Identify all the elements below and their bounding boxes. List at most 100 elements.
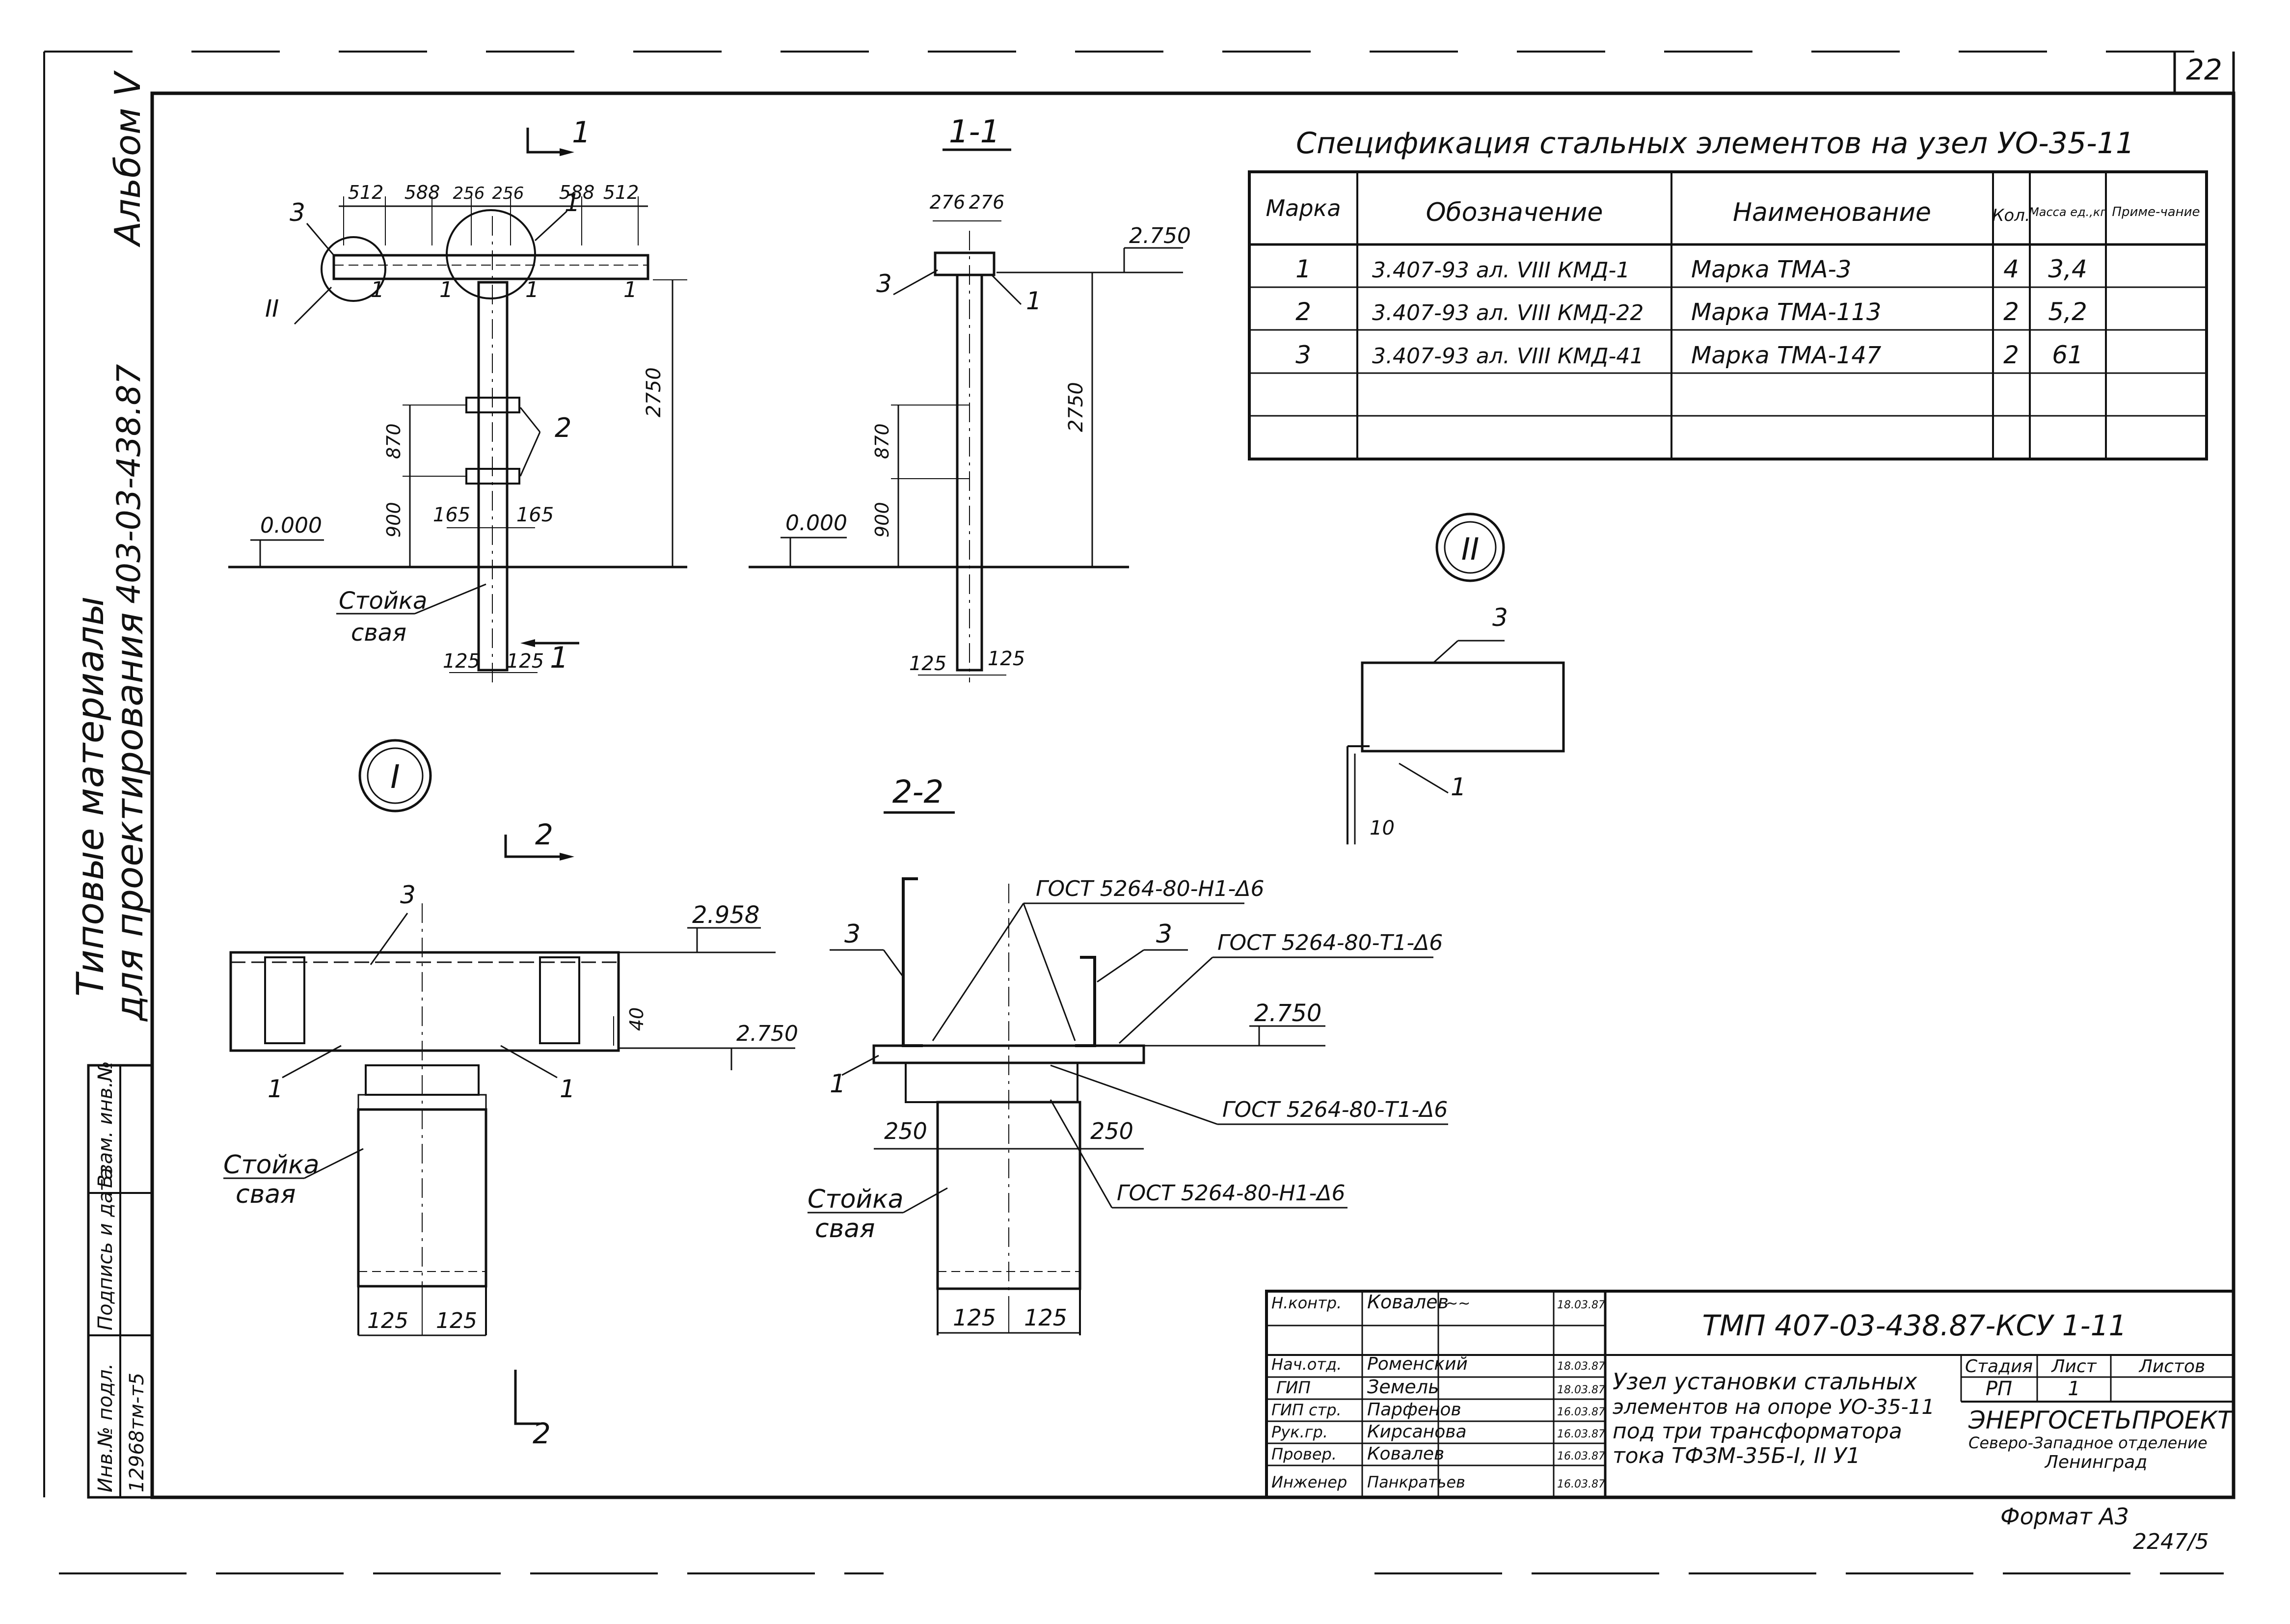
spec-row2-mass: 5,2 bbox=[2048, 298, 2087, 326]
staff-date-6: 16.03.87 bbox=[1557, 1450, 1605, 1462]
spec-row3-designation: 3.407-93 ал. VIII КМД-41 bbox=[1372, 344, 1643, 369]
staff-name-7: Панкратьев bbox=[1367, 1473, 1465, 1491]
section-2-2-level: 2.750 bbox=[1254, 1000, 1321, 1027]
section-2-2-side-dim-1: 250 bbox=[884, 1118, 927, 1144]
front-bottom-dim-1: 125 bbox=[443, 650, 480, 673]
front-view: 1 512 588 256 256 588 512 2750 bbox=[228, 115, 687, 682]
staff-name-3: Земель bbox=[1367, 1376, 1439, 1398]
staff-name-2: Роменский bbox=[1367, 1354, 1468, 1374]
sheet-code: 2247/5 bbox=[2133, 1529, 2209, 1554]
section-1-1-bottom-dim-2: 125 bbox=[988, 648, 1025, 670]
stamp-header-sign: Подпись и дата bbox=[94, 1168, 117, 1330]
org-city: Ленинград bbox=[2044, 1452, 2147, 1472]
section-2-2-callout-3a: 3 bbox=[844, 920, 861, 949]
spec-row3-name: Марка ТМА-147 bbox=[1691, 342, 1882, 369]
front-bottom-dim-2: 125 bbox=[507, 650, 544, 673]
staff-date-1: 18.03.87 bbox=[1557, 1299, 1605, 1311]
staff-role-4: ГИП стр. bbox=[1271, 1401, 1342, 1419]
spec-row2-qty: 2 bbox=[2003, 298, 2019, 326]
detail-I-bottom-dim-2: 125 bbox=[436, 1308, 477, 1333]
section-1-1-level-top: 2.750 bbox=[1129, 223, 1191, 248]
staff-name-6: Ковалев bbox=[1367, 1444, 1444, 1464]
front-top-dim-5: 588 bbox=[559, 182, 595, 203]
section-2-2-bottom-dim-2: 125 bbox=[1024, 1304, 1067, 1331]
front-callout-3: 3 bbox=[290, 198, 305, 227]
spec-table-title: Спецификация стальных элементов на узел … bbox=[1296, 126, 2134, 161]
col-header-mark: Марка bbox=[1266, 195, 1341, 221]
section-2-2: 2-2 ГОСТ 5264-80-Н1-Δ6 ГОСТ 5264-80-Т1-Δ… bbox=[808, 774, 1448, 1335]
spec-table: Спецификация стальных элементов на узел … bbox=[1248, 126, 2208, 460]
section-2-2-post-label-1: Стойка bbox=[808, 1185, 903, 1214]
section-1-1-top-dim-2: 276 bbox=[969, 191, 1005, 213]
spec-row3-qty: 2 bbox=[2003, 341, 2019, 369]
sheet-frame bbox=[43, 51, 2236, 1574]
title-designation: ТМП 407-03-438.87-КСУ 1-11 bbox=[1702, 1309, 2127, 1342]
front-dim-2750: 2750 bbox=[643, 367, 665, 417]
title-block: ТМП 407-03-438.87-КСУ 1-11 Н.контр. Кова… bbox=[1265, 1290, 2235, 1499]
stage-header: Стадия bbox=[1965, 1356, 2033, 1377]
front-pipe-dim-2: 165 bbox=[516, 504, 554, 526]
weld-note-4: ГОСТ 5264-80-Н1-Δ6 bbox=[1117, 1181, 1346, 1206]
detail-I-dim-40: 40 bbox=[626, 1007, 647, 1031]
detail-I-mark: I bbox=[390, 758, 400, 796]
spec-row1-name: Марка ТМА-3 bbox=[1691, 256, 1851, 283]
section-2-2-side-dim-2: 250 bbox=[1090, 1118, 1133, 1144]
staff-name-4: Парфенов bbox=[1367, 1400, 1461, 1420]
detail-I-callout-1b: 1 bbox=[560, 1075, 575, 1103]
detail-II-callout-1: 1 bbox=[1451, 773, 1466, 801]
staff-role-1: Н.контр. bbox=[1271, 1294, 1342, 1312]
front-dim-870: 870 bbox=[383, 423, 404, 459]
spec-row1-mass: 3,4 bbox=[2048, 255, 2087, 283]
sheets-header: Листов bbox=[2138, 1356, 2205, 1377]
section-1-1-callout-1: 1 bbox=[1026, 287, 1042, 315]
spec-row2-mark: 2 bbox=[1295, 298, 1311, 326]
album-label: Альбом V bbox=[107, 70, 148, 247]
section-2-2-bottom-dim-1: 125 bbox=[953, 1304, 996, 1331]
stamp-header-inv: Инв.№ подл. bbox=[94, 1363, 117, 1492]
stamp-header-replace: Взам. инв.№ bbox=[94, 1061, 117, 1188]
detail-II-callout-3: 3 bbox=[1492, 603, 1508, 632]
front-detail-mark-II: II bbox=[265, 295, 279, 323]
section-1-1-dim-2750: 2750 bbox=[1065, 382, 1087, 432]
front-section-mark-top: 1 bbox=[572, 115, 591, 150]
staff-date-3: 18.03.87 bbox=[1557, 1384, 1605, 1396]
staff-name-5: Кирсанова bbox=[1367, 1422, 1467, 1442]
detail-I-post-label-1: Стойка bbox=[223, 1150, 319, 1180]
staff-sign-1: ~~ bbox=[1446, 1295, 1470, 1312]
col-header-qty: Кол. bbox=[1992, 206, 2030, 225]
sheet-header: Лист bbox=[2050, 1356, 2097, 1377]
section-2-2-callout-3b: 3 bbox=[1156, 920, 1172, 949]
section-1-1-callout-3: 3 bbox=[876, 270, 892, 298]
section-1-1-dim-870: 870 bbox=[871, 423, 893, 459]
section-1-1-title: 1-1 bbox=[949, 114, 1000, 150]
staff-date-5: 16.03.87 bbox=[1557, 1428, 1605, 1440]
detail-I-callout-3: 3 bbox=[400, 881, 416, 909]
section-2-2-title: 2-2 bbox=[892, 774, 944, 811]
detail-I-level-mid: 2.750 bbox=[736, 1021, 798, 1046]
staff-role-2: Нач.отд. bbox=[1271, 1355, 1342, 1374]
description-line-1: Узел установки стальных bbox=[1613, 1368, 1917, 1395]
front-callout-1c: 1 bbox=[439, 277, 453, 302]
spec-row3-mass: 61 bbox=[2052, 341, 2083, 369]
side-title-2: для проектирования bbox=[108, 612, 151, 1022]
stamp-inv-number: 12968тм-т5 bbox=[126, 1373, 148, 1492]
side-title-1: Типовые материалы bbox=[68, 596, 112, 997]
format-label: Формат А3 bbox=[2000, 1503, 2129, 1530]
spec-row1-qty: 4 bbox=[2003, 255, 2019, 283]
col-header-designation: Обозначение bbox=[1426, 198, 1603, 227]
staff-role-3: ГИП bbox=[1276, 1378, 1311, 1398]
spec-row1-designation: 3.407-93 ал. VIII КМД-1 bbox=[1372, 258, 1630, 283]
stage-value: РП bbox=[1986, 1378, 2012, 1400]
front-post-label-2: свая bbox=[351, 619, 406, 647]
detail-I-post-label-2: свая bbox=[236, 1180, 296, 1209]
detail-I-section-top: 2 bbox=[535, 818, 553, 851]
front-level-zero: 0.000 bbox=[260, 513, 322, 538]
spec-row2-designation: 3.407-93 ал. VIII КМД-22 bbox=[1372, 300, 1643, 325]
doc-code-vertical: 403-03-438.87 bbox=[110, 364, 148, 604]
col-header-name: Наименование bbox=[1733, 198, 1931, 227]
staff-name-1: Ковалев bbox=[1367, 1291, 1449, 1313]
front-top-dim-1: 512 bbox=[348, 182, 384, 203]
detail-I-section-bottom: 2 bbox=[533, 1417, 551, 1450]
description-line-2: элементов на опоре УО-35-11 bbox=[1613, 1395, 1935, 1419]
detail-II-dim: 10 bbox=[1370, 817, 1395, 839]
